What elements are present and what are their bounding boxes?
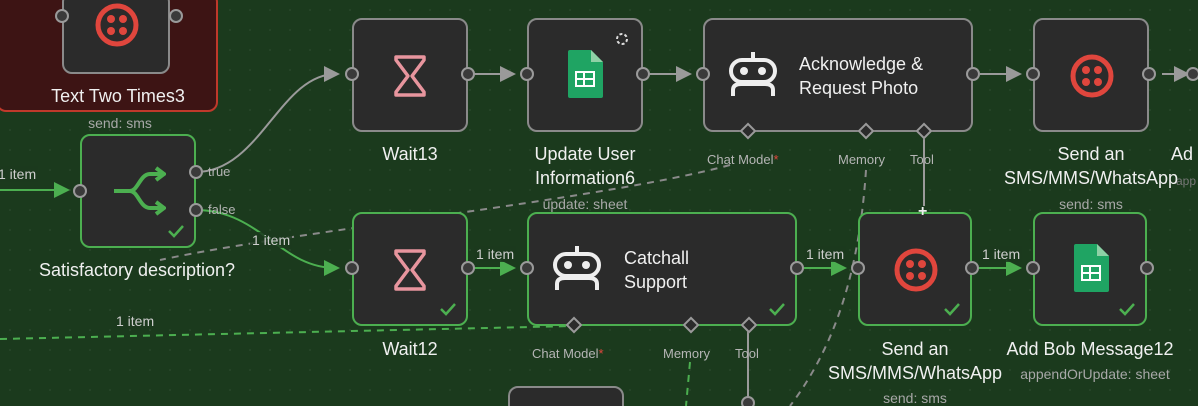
node-wait12[interactable] xyxy=(352,212,468,326)
node-acknowledge-request-photo[interactable]: Acknowledge & Request Photo xyxy=(703,18,973,132)
edge-item-count: 1 item xyxy=(474,246,517,262)
edge-dashed-bottom xyxy=(0,325,575,340)
edge-chatmodel-dashed xyxy=(159,164,731,261)
twilio-icon xyxy=(95,3,139,47)
node-title-line2: Support xyxy=(624,272,688,292)
output-port[interactable] xyxy=(1140,261,1154,275)
node-subtitle: send: sms xyxy=(88,115,152,131)
input-port[interactable] xyxy=(73,184,87,198)
node-catchall-support[interactable]: Catchall Support xyxy=(527,212,797,326)
output-port[interactable] xyxy=(169,9,183,23)
node-add-bob-message12[interactable] xyxy=(1033,212,1147,326)
node-satisfactory-description[interactable] xyxy=(80,134,196,248)
success-check-icon xyxy=(769,303,785,316)
edge-item-count: 1 item xyxy=(0,166,39,182)
false-branch-label: false xyxy=(208,202,236,217)
node-title: Satisfactory description? xyxy=(38,260,236,280)
success-check-icon xyxy=(440,303,456,316)
tool-port-label: Tool xyxy=(735,346,759,361)
chat-model-port-label: Chat Model* xyxy=(532,346,604,361)
node-title-line2: SMS/MMS/WhatsApp xyxy=(827,363,1003,383)
memory-port-label: Memory xyxy=(838,152,885,167)
edge-item-count: 1 item xyxy=(980,246,1023,262)
node-title-line2: SMS/MMS/WhatsApp xyxy=(1003,168,1179,188)
input-port[interactable] xyxy=(696,67,710,81)
twilio-icon xyxy=(894,248,938,292)
input-port[interactable] xyxy=(345,261,359,275)
output-port[interactable] xyxy=(1142,67,1156,81)
input-port[interactable] xyxy=(1026,67,1040,81)
output-port[interactable] xyxy=(461,67,475,81)
input-port[interactable] xyxy=(520,261,534,275)
hourglass-icon xyxy=(394,55,426,97)
true-branch-label: true xyxy=(208,164,231,179)
output-port[interactable] xyxy=(636,67,650,81)
twilio-icon xyxy=(1070,54,1114,98)
input-port[interactable] xyxy=(1026,261,1040,275)
success-check-icon xyxy=(168,225,184,238)
node-subtitle-partial: app xyxy=(1176,174,1197,188)
hourglass-icon xyxy=(394,249,426,291)
input-port[interactable] xyxy=(1186,67,1198,81)
node-subtitle: appendOrUpdate: sheet xyxy=(1020,366,1170,382)
robot-icon xyxy=(729,52,777,96)
edge-true-wait13 xyxy=(195,66,340,173)
node-send-sms-bottom[interactable] xyxy=(858,212,972,326)
if-branch-icon xyxy=(114,166,166,216)
node-update-user-information6[interactable] xyxy=(527,18,643,132)
node-title-line1: Catchall xyxy=(624,248,690,268)
output-port-true[interactable] xyxy=(189,165,203,179)
node-title: Add Bob Message12 xyxy=(1006,339,1174,359)
node-send-sms-top[interactable] xyxy=(1033,18,1149,132)
input-port[interactable] xyxy=(55,9,69,23)
tool-port-label: Tool xyxy=(910,152,934,167)
edge-memory2-dashed xyxy=(685,361,691,406)
output-port-false[interactable] xyxy=(189,203,203,217)
node-wait13[interactable] xyxy=(352,18,468,132)
memory-port-label: Memory xyxy=(663,346,710,361)
node-title-line2: Request Photo xyxy=(799,78,919,98)
output-port[interactable] xyxy=(965,261,979,275)
input-port[interactable] xyxy=(851,261,865,275)
node-title-line1: Acknowledge & xyxy=(799,54,924,74)
node-title: Text Two Times3 xyxy=(51,86,185,106)
output-port[interactable] xyxy=(461,261,475,275)
google-sheets-icon xyxy=(568,50,603,98)
google-sheets-icon xyxy=(1074,244,1109,292)
input-port[interactable] xyxy=(520,67,534,81)
node-title-line1: Update User xyxy=(534,144,636,164)
node-title-line1: Send an xyxy=(881,339,949,359)
success-check-icon xyxy=(944,303,960,316)
add-tool-button[interactable]: + xyxy=(918,203,928,220)
node-subtitle: update: sheet xyxy=(542,196,628,212)
node-title-line2: Information6 xyxy=(534,168,636,188)
node-text-two-times3[interactable] xyxy=(62,0,170,74)
robot-icon xyxy=(553,246,601,290)
node-title-partial: Ad xyxy=(1171,144,1194,164)
chat-model-port-label: Chat Model* xyxy=(707,152,779,167)
node-title-line1: Send an xyxy=(1057,144,1125,164)
node-partial-bottom[interactable] xyxy=(508,386,624,406)
success-check-icon xyxy=(1119,303,1135,316)
input-port[interactable] xyxy=(345,67,359,81)
output-port[interactable] xyxy=(790,261,804,275)
node-title: Wait12 xyxy=(382,339,438,359)
edge-item-count: 1 item xyxy=(804,246,847,262)
edge-item-count: 1 item xyxy=(114,313,157,329)
edge-item-count: 1 item xyxy=(250,232,293,248)
node-title: Wait13 xyxy=(382,144,438,164)
node-subtitle: send: sms xyxy=(883,390,947,406)
node-subtitle: send: sms xyxy=(1059,196,1123,212)
output-port[interactable] xyxy=(966,67,980,81)
loading-spinner-icon xyxy=(616,33,628,45)
port-partial-bottom[interactable] xyxy=(741,396,755,406)
